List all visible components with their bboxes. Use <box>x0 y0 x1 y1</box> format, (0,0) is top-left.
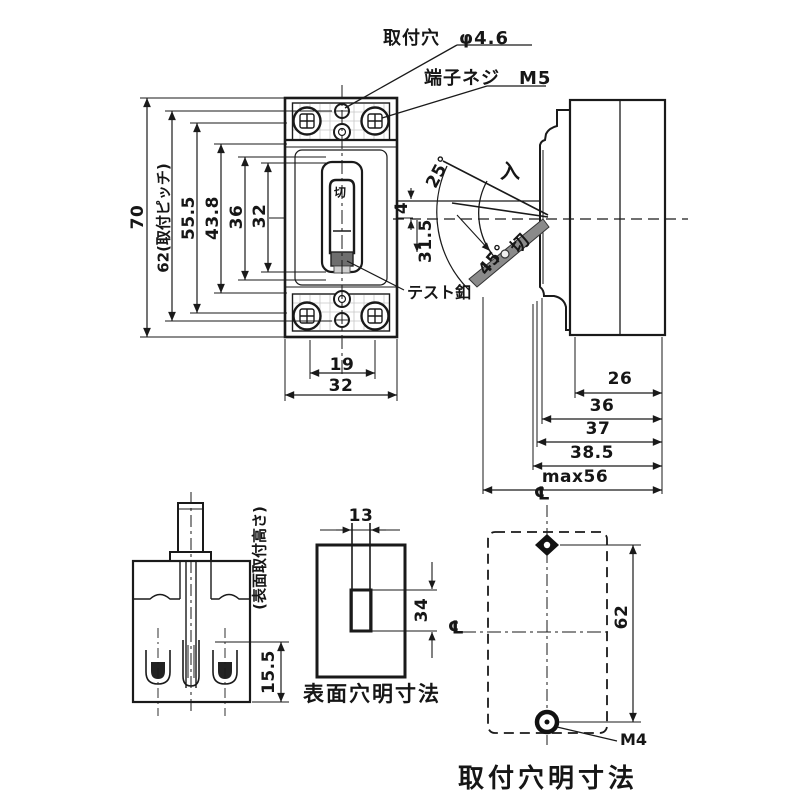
dim-32: 32 <box>250 203 270 229</box>
surface-height-note: (表面取付高さ) <box>250 506 269 610</box>
handle-on-label: 入 <box>500 159 520 183</box>
surface-cutout-view <box>315 523 437 679</box>
dim-height-70: 70 <box>128 204 148 230</box>
dim-62-mounting: 62 <box>612 604 632 630</box>
dim-37: 37 <box>585 419 611 439</box>
dim-width-19: 19 <box>329 355 355 375</box>
dim-width-32: 32 <box>328 376 354 396</box>
dim-36-side: 36 <box>589 396 615 416</box>
dim-55-5: 55.5 <box>179 196 199 240</box>
dim-38-5: 38.5 <box>570 443 614 463</box>
screw-size-m4: M4 <box>620 730 648 749</box>
mounting-hole-caption: 取付穴明寸法 <box>458 764 639 794</box>
dim-pitch-62: 62(取付ピッチ) <box>154 163 173 273</box>
mounting-hole-callout: 取付穴 φ4.6 <box>383 28 509 49</box>
dim-15-5: 15.5 <box>259 650 279 694</box>
dim-4: 4 <box>392 201 412 215</box>
terminal-screw-callout: 端子ネジ M5 <box>424 68 552 89</box>
dim-13: 13 <box>348 506 374 526</box>
dim-43-8: 43.8 <box>203 196 223 240</box>
centerline-symbol-left: ℄ <box>447 617 465 639</box>
surface-cutout-caption: 表面穴明寸法 <box>303 682 441 706</box>
side-view <box>393 98 688 494</box>
dim-26: 26 <box>607 369 633 389</box>
dim-max56: max56 <box>541 467 609 487</box>
test-button-callout: テスト釦 <box>407 283 472 302</box>
toggle-off-char: 切 <box>333 185 347 200</box>
top-view <box>131 492 289 716</box>
dim-31-5: 31.5 <box>416 219 436 263</box>
front-view <box>140 44 546 401</box>
mounting-hole-view <box>462 505 641 745</box>
centerline-symbol-top: ℄ <box>533 483 551 505</box>
dim-36: 36 <box>227 204 247 230</box>
dim-34: 34 <box>412 597 432 623</box>
